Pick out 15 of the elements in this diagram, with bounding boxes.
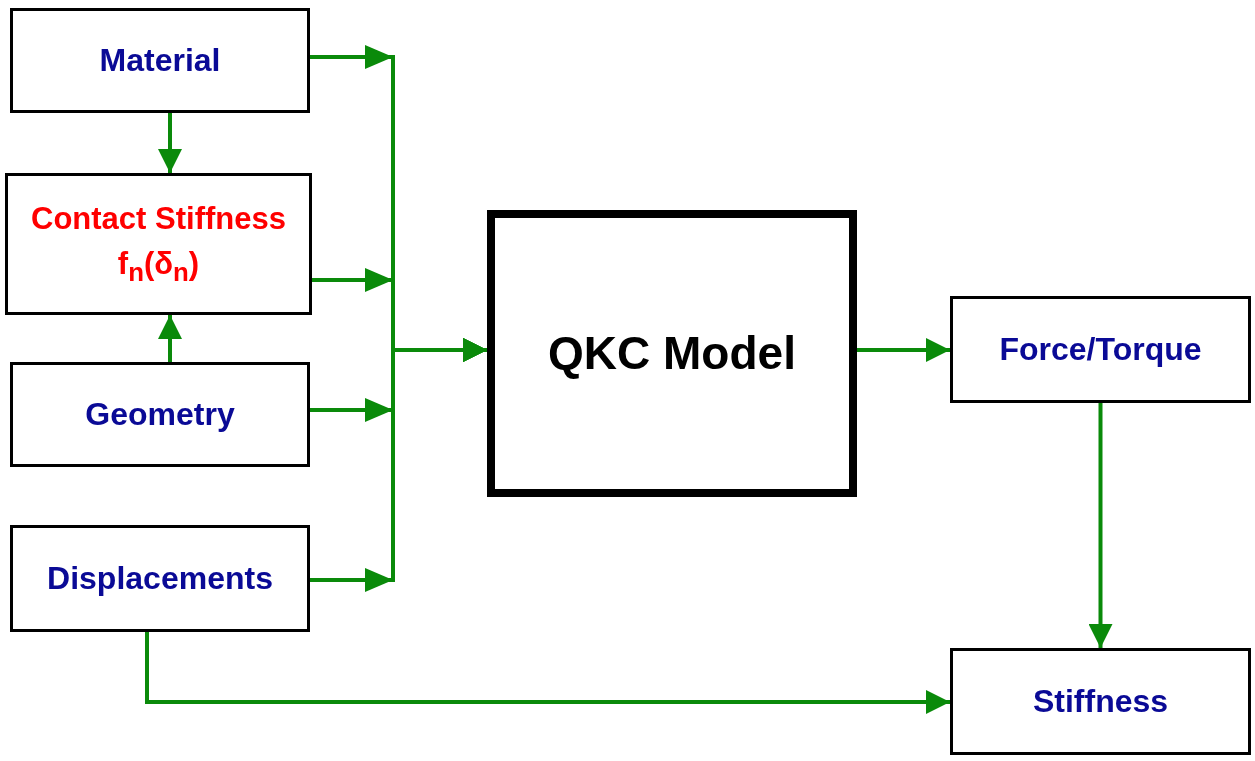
process-box (10, 362, 310, 467)
node-label: Displacements (47, 559, 273, 599)
process-box (10, 8, 310, 113)
node-label: Stiffness (1032, 682, 1169, 722)
process-box (950, 296, 1251, 403)
process-box (5, 173, 312, 315)
node-label: Geometry (85, 395, 235, 435)
node-label: f$_{n}$(δ$_{n}$) (117, 244, 200, 288)
model-box (487, 210, 857, 497)
process-box (10, 525, 310, 632)
node-label: Force/Torque (999, 330, 1202, 370)
process-box (950, 648, 1251, 755)
node-label: QKC Model (548, 326, 796, 382)
node-label: Material (99, 41, 221, 81)
node-label: Contact Stiffness (31, 199, 286, 238)
